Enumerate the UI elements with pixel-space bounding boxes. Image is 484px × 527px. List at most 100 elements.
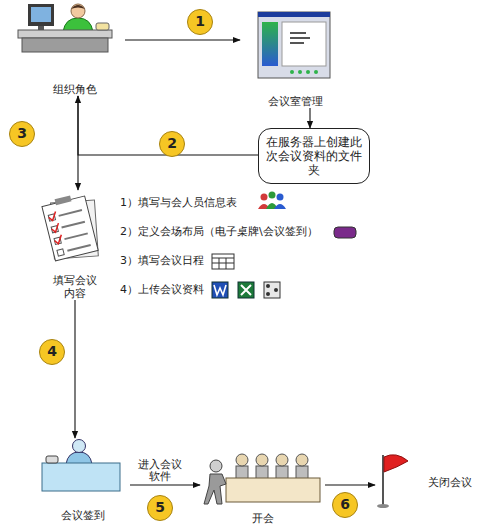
- node-label: 会议室管理: [268, 95, 323, 108]
- list-line: [58, 209, 82, 217]
- desk-top: [18, 30, 112, 38]
- organizer-icon: [18, 4, 112, 52]
- excel-file-icon: [238, 282, 254, 298]
- flow-arrow: [74, 300, 75, 438]
- end-icon-node: 关闭会议: [375, 452, 480, 512]
- excel-tile: [238, 282, 254, 298]
- node-label: 组织角色: [53, 83, 97, 96]
- window-frame: [258, 12, 330, 78]
- person-head: [71, 4, 85, 18]
- node-label: 填写会议内容: [49, 274, 101, 300]
- calendar-grid: [212, 258, 234, 259]
- status-dot: [290, 70, 294, 74]
- flag-icon: [377, 455, 408, 508]
- name-plate-icon: [334, 227, 356, 238]
- flow-arrow: [130, 484, 200, 485]
- desk-front: [22, 38, 108, 52]
- list-line: [64, 232, 88, 240]
- task-list-item: 1）填写与会人员信息表: [120, 196, 237, 210]
- node-label: 会议签到: [61, 509, 105, 522]
- signin-desk-icon: [42, 440, 120, 492]
- calendar-frame: [212, 254, 234, 269]
- monitor: [28, 4, 54, 26]
- attendee-head: [277, 194, 284, 201]
- calendar-grid: [212, 263, 234, 264]
- window-titlebar: [258, 12, 330, 17]
- flow-arrow: [309, 108, 310, 128]
- meeting-table: [226, 478, 320, 502]
- callout-number: 6: [332, 492, 358, 518]
- attendee-body: [274, 204, 286, 209]
- monitor-screen: [31, 7, 51, 22]
- flow-arrow: [325, 484, 375, 485]
- task-list-item: 4）上传会议资料: [120, 283, 204, 297]
- task-icon-node: 填写会议内容: [35, 190, 115, 300]
- step-icon-node: 开会: [200, 452, 325, 525]
- attendee-head: [276, 454, 288, 466]
- word-file-icon: [212, 282, 228, 298]
- content-line: [290, 37, 310, 39]
- clerk-head: [73, 440, 86, 453]
- window-panel: [262, 22, 278, 66]
- signin-desk: [42, 463, 120, 491]
- list-line: [61, 221, 85, 229]
- attendee-head: [269, 192, 276, 199]
- file-dot: [274, 288, 278, 292]
- flow-arrow: [125, 39, 240, 40]
- excel-mark: [241, 285, 251, 295]
- callout-number: 2: [159, 131, 185, 157]
- telephone: [46, 456, 58, 463]
- presenter-head: [210, 460, 222, 472]
- system-icon-node: 会议室管理: [240, 5, 350, 108]
- callout-number: 5: [147, 495, 173, 521]
- attendee-head: [236, 454, 248, 466]
- flag-cloth: [384, 455, 408, 472]
- attendee-head: [261, 194, 268, 201]
- role-icon-node: 组织角色: [25, 0, 125, 96]
- checkmark: [51, 223, 61, 233]
- word-tile: [212, 282, 228, 298]
- attendee-head: [296, 454, 308, 466]
- file-dot: [266, 284, 270, 288]
- content-line: [290, 42, 304, 44]
- callout-number: 4: [39, 339, 65, 365]
- node-label: 在服务器上创建此次会议资料的文件夹: [265, 135, 363, 177]
- front-paper: [42, 196, 98, 261]
- clip: [55, 195, 72, 205]
- file-dot: [266, 292, 270, 296]
- status-dot: [298, 70, 302, 74]
- node-label: 开会: [252, 512, 274, 525]
- process-box: 在服务器上创建此次会议资料的文件夹: [258, 128, 370, 184]
- checkmark: [48, 211, 58, 221]
- checkmark: [54, 235, 64, 245]
- step-icon-node: 会议签到: [35, 438, 130, 522]
- task-list-item: 3）填写会议日程: [120, 254, 204, 268]
- other-file-icon: [264, 282, 280, 298]
- telephone: [96, 23, 109, 30]
- status-dot: [306, 70, 310, 74]
- software-window-icon: [258, 12, 330, 78]
- list-line: [67, 244, 91, 252]
- checklist-icon: [40, 190, 107, 266]
- meeting-icon: [204, 454, 320, 504]
- file-tile: [264, 282, 280, 298]
- person-hair: [71, 5, 85, 9]
- status-dot: [314, 70, 318, 74]
- edge-label: 进入会议软件: [137, 458, 183, 482]
- clerk-body: [66, 452, 92, 464]
- attendee-head: [256, 454, 268, 466]
- window-content: [282, 22, 326, 66]
- word-mark: [214, 285, 226, 295]
- callout-number: 3: [9, 121, 35, 147]
- presenter-body: [204, 474, 226, 504]
- flow-arrow: [77, 96, 78, 190]
- attendees-icon: [258, 192, 286, 210]
- schedule-icon: [212, 254, 234, 269]
- node-label: 关闭会议: [428, 476, 472, 489]
- checkbox: [57, 249, 64, 256]
- callout-number: 1: [187, 9, 213, 35]
- content-line: [290, 32, 306, 34]
